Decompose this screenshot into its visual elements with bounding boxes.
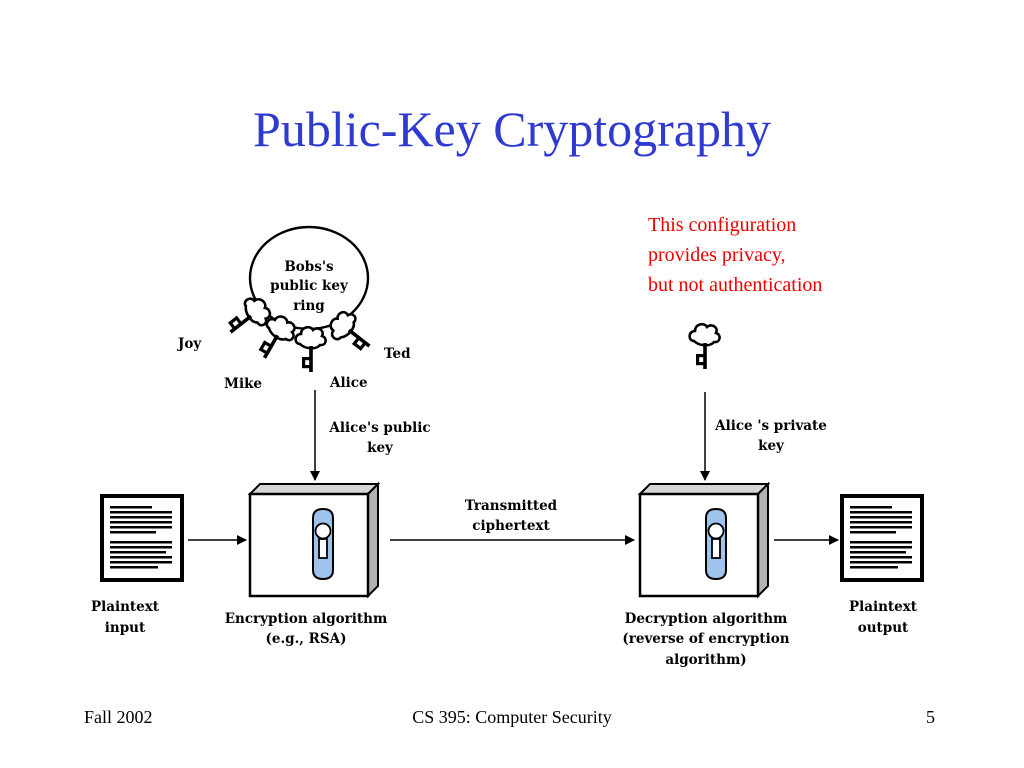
- decryption-algorithm-box: [637, 481, 771, 599]
- plaintext-output-document: [840, 494, 924, 582]
- plaintext-input-document: [100, 494, 184, 582]
- encryption-label-line: (e.g., RSA): [265, 631, 346, 647]
- plaintext-output-label-line: output: [858, 620, 909, 636]
- decryption-label-line: algorithm): [665, 652, 746, 668]
- plaintext-input-label-line: input: [105, 620, 146, 636]
- slide-title: Public-Key Cryptography: [253, 101, 771, 157]
- private-key-label-line: Alice 's private: [714, 418, 827, 434]
- transmitted-label-line: Transmitted: [465, 498, 558, 514]
- privacy-note-line: This configuration: [648, 214, 797, 236]
- alice-key-icon: [294, 325, 327, 374]
- public-key-label-line: key: [367, 440, 394, 456]
- transmitted-label-line: ciphertext: [472, 518, 550, 534]
- private-key-icon: [688, 322, 721, 371]
- encryption-lock-icon: [312, 508, 334, 580]
- plaintext-output-label-line: Plaintext: [849, 599, 918, 615]
- key-name-mike: Mike: [224, 376, 262, 392]
- privacy-note: This configuration provides privacy, but…: [648, 210, 822, 300]
- privacy-note-line: but not authentication: [648, 274, 823, 296]
- decryption-lock-icon: [705, 508, 727, 580]
- decryption-label-line: (reverse of encryption: [622, 631, 789, 647]
- key-name-ted: Ted: [384, 346, 411, 362]
- ring-label-line: Bobs's: [284, 259, 334, 275]
- ring-label-line: ring: [293, 298, 325, 314]
- private-key-label-line: key: [758, 438, 785, 454]
- footer-left: Fall 2002: [84, 707, 153, 727]
- plaintext-input-label-line: Plaintext: [91, 599, 160, 615]
- footer-page-number: 5: [926, 707, 935, 727]
- ring-label-line: public key: [270, 278, 349, 294]
- encryption-label-line: Encryption algorithm: [225, 611, 388, 627]
- encryption-algorithm-box: [247, 481, 381, 599]
- decryption-label-line: Decryption algorithm: [625, 611, 788, 627]
- public-key-label-line: Alice's public: [328, 420, 430, 436]
- footer-center: CS 395: Computer Security: [412, 707, 612, 727]
- key-name-alice: Alice: [329, 375, 368, 391]
- privacy-note-line: provides privacy,: [648, 244, 786, 266]
- key-name-joy: Joy: [177, 336, 202, 352]
